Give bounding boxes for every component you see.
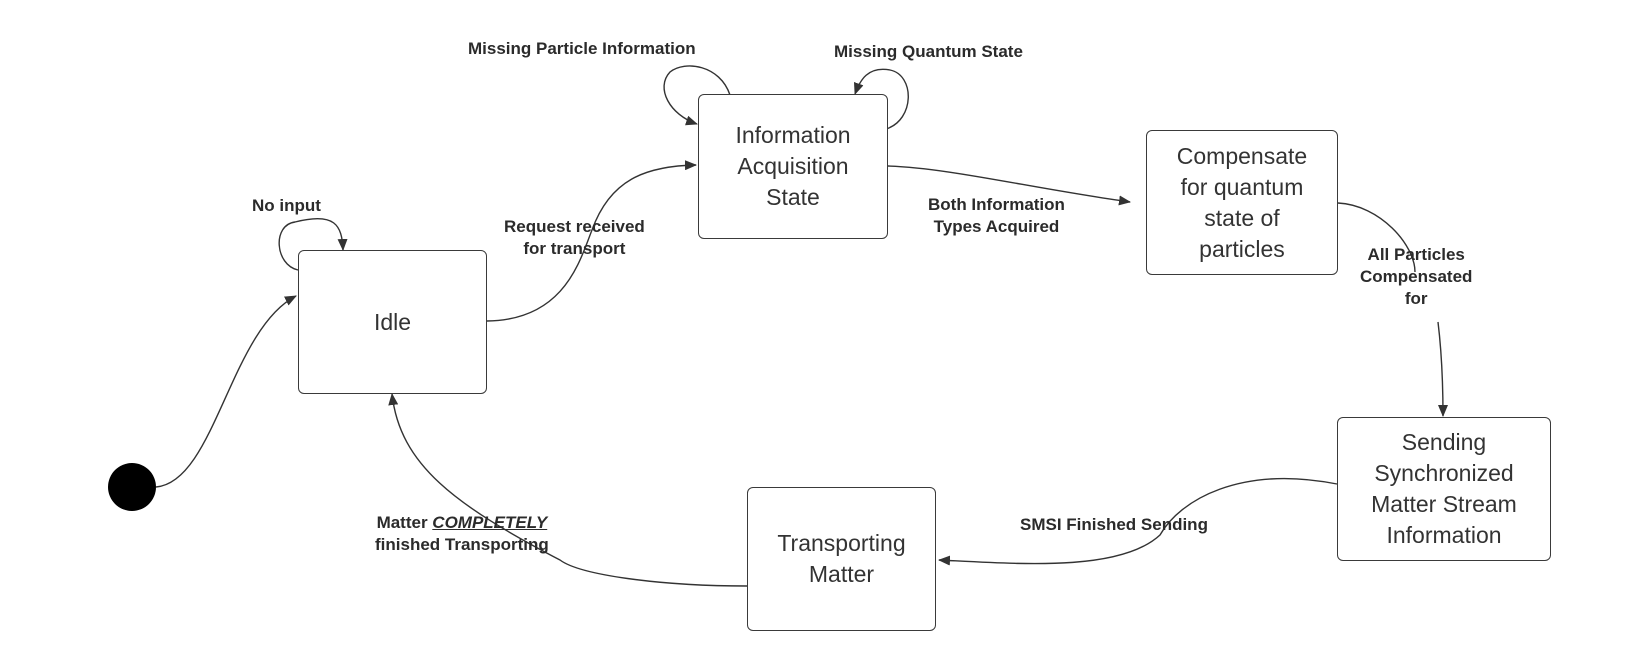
state-transporting: Transporting Matter — [747, 487, 936, 631]
label-all-line: Compensated — [1360, 267, 1473, 286]
label-all-compensated: All Particles Compensated for — [1360, 244, 1472, 310]
label-request-line: for transport — [523, 239, 626, 258]
edge-start-to-idle — [155, 295, 297, 488]
state-info-line: Acquisition — [737, 153, 849, 179]
edge-transporting-to-idle — [388, 393, 748, 587]
label-matter-line: Matter COMPLETELY — [375, 512, 549, 534]
label-missing-particle: Missing Particle Information — [468, 39, 696, 58]
edge-missing-particle-loop — [663, 65, 731, 126]
state-info-line: Information — [735, 122, 851, 148]
state-compensate-line: particles — [1199, 235, 1285, 262]
label-matter-finished: Matter COMPLETELY finished Transporting — [375, 512, 549, 556]
state-compensate-line: Compensate — [1176, 142, 1308, 169]
label-matter-prefix: Matter — [376, 513, 433, 532]
label-matter-emphasis: COMPLETELY — [432, 513, 548, 532]
label-matter-line: finished Transporting — [375, 535, 549, 554]
state-idle-label: Idle — [373, 308, 412, 335]
initial-state-dot — [108, 463, 156, 511]
label-request-received: Request received for transport — [504, 216, 645, 260]
edge-sending-to-transporting — [938, 477, 1338, 566]
state-information-acquisition: Information Acquisition State — [698, 94, 888, 239]
label-both-acquired: Both Information Types Acquired — [928, 194, 1065, 238]
state-transporting-line: Matter — [808, 561, 875, 587]
state-compensate: Compensate for quantum state of particle… — [1146, 130, 1338, 275]
edge-no-input-loop — [278, 217, 348, 271]
state-sending-line: Synchronized — [1374, 460, 1514, 486]
edge-idle-to-info — [486, 160, 697, 322]
state-sending-line: Sending — [1401, 429, 1487, 455]
state-sending: Sending Synchronized Matter Stream Infor… — [1337, 417, 1551, 561]
state-sending-line: Matter Stream — [1371, 491, 1517, 517]
label-both-line: Both Information — [928, 195, 1065, 214]
label-smsi-finished: SMSI Finished Sending — [1020, 515, 1208, 534]
label-all-line: for — [1404, 289, 1428, 308]
state-transporting-line: Transporting — [777, 530, 906, 556]
label-no-input: No input — [252, 196, 321, 215]
edge-info-to-compensate — [887, 165, 1131, 206]
state-idle: Idle — [298, 250, 487, 394]
state-compensate-line: for quantum — [1180, 173, 1304, 200]
state-info-line: State — [766, 184, 820, 210]
state-sending-line: Information — [1386, 522, 1502, 548]
label-missing-quantum: Missing Quantum State — [834, 42, 1023, 61]
label-all-line: All Particles — [1367, 245, 1465, 264]
state-compensate-line: state of — [1204, 204, 1280, 231]
label-both-line: Types Acquired — [933, 217, 1060, 236]
label-request-line: Request received — [504, 217, 645, 236]
edge-compensate-to-sending — [1337, 202, 1443, 416]
edge-missing-quantum-loop — [853, 68, 909, 130]
